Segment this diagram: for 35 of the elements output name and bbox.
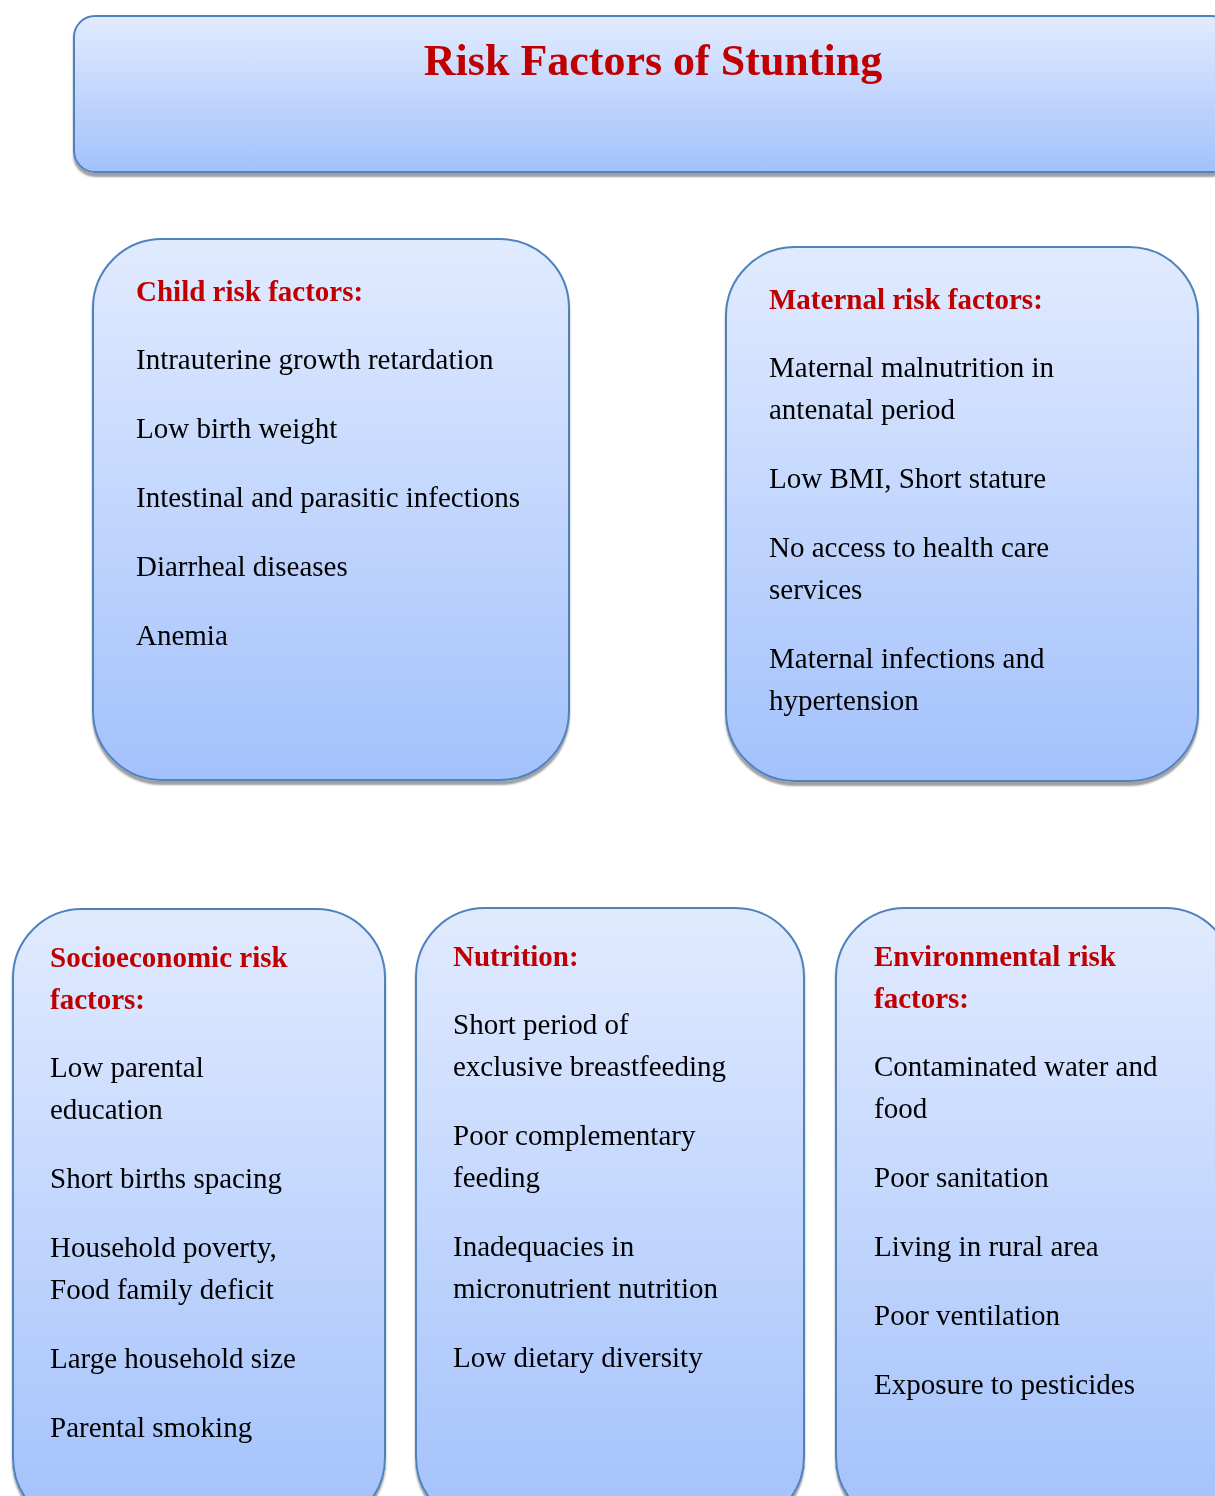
risk-factor-text: No access to health care services	[769, 530, 1051, 607]
risk-factor-text: Poor complementary feeding	[453, 1118, 697, 1195]
category-card	[415, 907, 805, 1496]
category-card	[12, 908, 386, 1496]
title-banner	[73, 15, 1215, 173]
risk-factor-text: Short period of exclusive breastfeeding	[453, 1007, 727, 1084]
category-card	[835, 907, 1215, 1496]
risk-factor-text: Poor sanitation	[874, 1160, 1050, 1195]
risk-factor-text: Diarrheal diseases	[136, 549, 349, 584]
risk-factor-text: Intestinal and parasitic infections	[136, 480, 522, 515]
category-card	[92, 238, 570, 781]
risk-factor-text: Low parental education	[50, 1050, 205, 1127]
risk-factor-text: Low birth weight	[136, 411, 339, 446]
card-heading: Environmental risk factors:	[874, 939, 1117, 1016]
card-heading: Child risk factors:	[136, 274, 365, 309]
banner-heading: Risk Factors of Stunting	[422, 37, 884, 86]
risk-factor-text: Poor ventilation	[874, 1298, 1062, 1333]
risk-factor-text: Short births spacing	[50, 1161, 283, 1196]
risk-factor-text: Contaminated water and food	[874, 1049, 1159, 1126]
card-heading: Maternal risk factors:	[769, 282, 1044, 317]
risk-factor-text: Large household size	[50, 1341, 297, 1376]
card-heading: Socioeconomic risk factors:	[50, 940, 289, 1017]
card-heading: Nutrition:	[453, 939, 580, 974]
risk-factor-text: Maternal malnutrition in antenatal period	[769, 350, 1056, 427]
risk-factor-text: Parental smoking	[50, 1410, 254, 1445]
risk-factor-text: Low dietary diversity	[453, 1340, 704, 1375]
risk-factor-text: Household poverty, Food family deficit	[50, 1230, 278, 1307]
risk-factor-text: Maternal infections and hypertension	[769, 641, 1046, 718]
risk-factor-text: Living in rural area	[874, 1229, 1100, 1264]
risk-factor-text: Inadequacies in micronutrient nutrition	[453, 1229, 719, 1306]
risk-factor-text: Low BMI, Short stature	[769, 461, 1048, 496]
risk-factor-text: Intrauterine growth retardation	[136, 342, 495, 377]
risk-factor-text: Anemia	[136, 618, 229, 653]
category-card	[725, 246, 1199, 782]
risk-factor-text: Exposure to pesticides	[874, 1367, 1136, 1402]
